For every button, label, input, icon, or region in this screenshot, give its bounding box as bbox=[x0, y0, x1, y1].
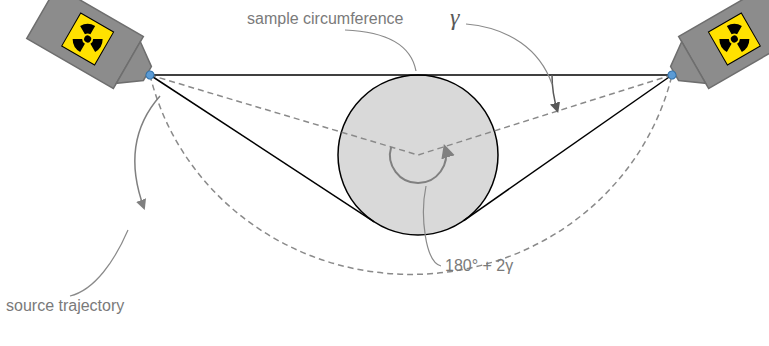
radiation-source bbox=[27, 0, 169, 103]
angle-arc bbox=[390, 147, 446, 183]
radiation-source bbox=[654, 0, 769, 103]
leader-line bbox=[70, 230, 128, 296]
label: γ bbox=[448, 4, 461, 30]
source-trajectory bbox=[150, 75, 672, 274]
sample-circle bbox=[338, 75, 498, 235]
leader-line bbox=[345, 30, 416, 71]
beam-line bbox=[150, 75, 374, 222]
label: 180° + 2γ bbox=[443, 257, 515, 275]
center-ray bbox=[150, 75, 418, 155]
beam-line bbox=[464, 75, 672, 221]
center-ray bbox=[418, 75, 672, 155]
motion-arrow bbox=[135, 96, 160, 208]
label: sample circumference bbox=[245, 10, 406, 28]
angle-arc bbox=[552, 75, 558, 111]
label: source trajectory bbox=[4, 297, 126, 315]
leader-line bbox=[466, 24, 552, 84]
beam-line bbox=[150, 74, 672, 76]
leader-line bbox=[424, 186, 441, 266]
